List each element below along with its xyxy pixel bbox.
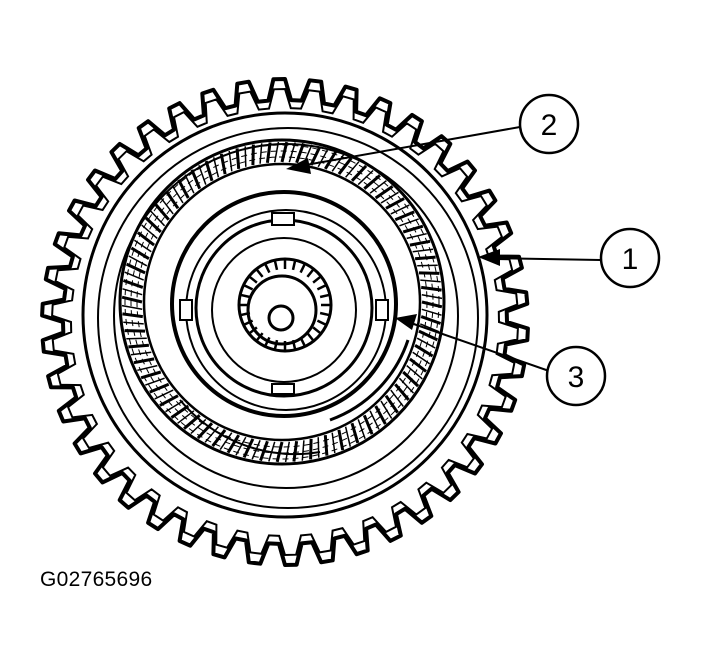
callout-1-label: 1 bbox=[622, 243, 639, 276]
spline-tooth bbox=[319, 311, 331, 317]
spline-tooth bbox=[316, 283, 327, 291]
clutch-plate-hatch bbox=[384, 394, 399, 414]
clutch-plate-hatch bbox=[345, 161, 360, 178]
retaining-clip-bottom bbox=[271, 383, 295, 395]
spline-tooth bbox=[263, 263, 271, 274]
snap-ring-arc-lower bbox=[179, 399, 321, 455]
clutch-plate-hatch bbox=[226, 434, 240, 454]
spline-tooth bbox=[255, 268, 264, 278]
clutch-plate-ring bbox=[136, 156, 428, 448]
clutch-plate-hatch bbox=[406, 232, 427, 240]
clutch-plate-hatch bbox=[149, 210, 166, 227]
clutch-pack-plates bbox=[121, 141, 443, 463]
spline-tooth bbox=[299, 263, 307, 274]
clutch-plate-hatch bbox=[309, 438, 313, 460]
clutch-plate-hatch bbox=[145, 377, 165, 386]
clutch-plate-hatch bbox=[121, 304, 143, 311]
clutch-plate-hatch bbox=[418, 329, 439, 342]
leader-line-1 bbox=[489, 257, 601, 261]
clutch-plate-hatch bbox=[402, 224, 424, 234]
clutch-plate-hatch bbox=[399, 218, 419, 227]
callout-1-circle bbox=[599, 227, 661, 289]
clutch-plate-hatch bbox=[211, 428, 227, 448]
clutch-plate-hatch bbox=[184, 174, 195, 194]
figure-id: G02765696 bbox=[40, 568, 153, 591]
clutch-plate-hatch bbox=[420, 323, 440, 333]
spline-tooth bbox=[273, 259, 279, 271]
clutch-plate-hatch bbox=[128, 343, 150, 349]
center-spline-ring bbox=[237, 257, 333, 353]
clutch-plate-ring bbox=[130, 150, 434, 454]
clutch-plate-hatch bbox=[374, 185, 394, 200]
spline-tooth bbox=[243, 283, 254, 291]
leader-line-3 bbox=[407, 321, 553, 373]
callout-3: 3 bbox=[545, 345, 607, 407]
clutch-plate-hatch bbox=[228, 150, 233, 172]
spline-tooth bbox=[319, 293, 331, 299]
clutch-plate-hatch bbox=[212, 157, 220, 178]
retaining-clip-top bbox=[271, 212, 295, 226]
spline-tooth bbox=[306, 332, 315, 342]
clutch-plate-hatch bbox=[380, 400, 393, 419]
clutch-plate-hatch bbox=[337, 156, 353, 176]
drum-outer-ring bbox=[81, 111, 489, 519]
clutch-plate-hatch bbox=[125, 262, 146, 275]
clutch-plate-hatch bbox=[402, 370, 420, 388]
clutch-plate-hatch bbox=[219, 432, 233, 451]
clutch-plate-hatch bbox=[130, 351, 152, 356]
arrow-head-2 bbox=[286, 158, 311, 174]
callout-3-circle bbox=[545, 345, 607, 407]
clutch-plate-hatch bbox=[417, 264, 438, 267]
spline-tooth bbox=[239, 293, 251, 299]
clutch-plate-hatch bbox=[350, 422, 360, 444]
spline-tooth bbox=[312, 275, 322, 284]
callout-2-label: 2 bbox=[541, 109, 558, 142]
clutch-pack-inner-edge bbox=[142, 162, 422, 442]
clutch-plate-hatch bbox=[265, 142, 272, 163]
drum-face-ring bbox=[97, 127, 479, 509]
clutch-plate-hatch bbox=[317, 437, 320, 458]
arrow-head-1 bbox=[478, 249, 500, 266]
clutch-plate-hatch bbox=[380, 191, 399, 204]
callout-1: 1 bbox=[599, 227, 661, 289]
clutch-plate-hatch bbox=[408, 357, 428, 373]
clutch-pack-outer-edge bbox=[118, 138, 446, 466]
spline-tooth bbox=[316, 319, 327, 327]
clutch-plate-hatch bbox=[309, 145, 322, 166]
retaining-clip-left bbox=[179, 299, 193, 321]
arrow-head-3 bbox=[395, 314, 417, 330]
clutch-plate-hatch bbox=[149, 382, 170, 394]
retaining-clip-right bbox=[375, 299, 389, 321]
spline-tooth bbox=[248, 275, 258, 284]
callout-2: 2 bbox=[518, 93, 580, 155]
spline-tooth bbox=[306, 268, 315, 278]
center-hub bbox=[246, 274, 318, 346]
spline-tooth bbox=[291, 259, 297, 271]
clutch-plate-hatch bbox=[259, 143, 263, 164]
clutch-plate-hatch bbox=[177, 179, 190, 199]
spline-tooth bbox=[248, 326, 258, 335]
clutch-plate-hatch bbox=[130, 246, 150, 260]
hub-ring-3 bbox=[194, 218, 374, 398]
hub-ring-4 bbox=[211, 237, 357, 383]
spline-tooth bbox=[312, 326, 322, 335]
outer-gear-teeth-inner-edge bbox=[51, 87, 519, 557]
center-bolt bbox=[267, 304, 295, 332]
clutch-plate-hatch bbox=[144, 216, 162, 234]
clutch-plate-hatch bbox=[406, 365, 423, 380]
clutch-plate-hatch bbox=[128, 255, 148, 267]
callout-2-circle bbox=[518, 93, 580, 155]
snap-ring-arc bbox=[329, 339, 410, 422]
hub-outer-ring bbox=[170, 190, 398, 418]
leader-line-2 bbox=[299, 126, 521, 167]
clutch-plate-hatch bbox=[344, 426, 352, 447]
clutch-plate-ring bbox=[124, 144, 440, 460]
clutch-plate-hatch bbox=[121, 295, 143, 304]
clutch-plate-hatch bbox=[418, 271, 440, 275]
outer-gear-teeth bbox=[40, 77, 530, 567]
clutch-plate-hatch bbox=[219, 153, 227, 175]
callout-3-label: 3 bbox=[568, 361, 585, 394]
